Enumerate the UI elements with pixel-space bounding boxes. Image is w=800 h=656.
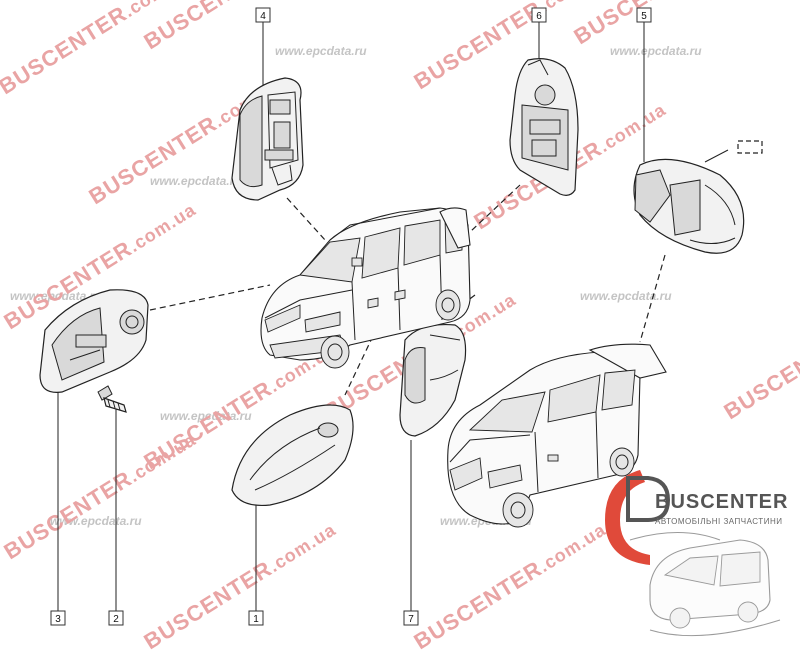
brand-watermark: BUSCENTER.com.ua [139,516,340,654]
part-3-front-inner-handle [39,289,149,393]
brand-watermark: BUSCENTER.com.ua [719,286,800,424]
site-watermark: www.epcdata.ru [580,289,672,303]
callout-number: 2 [113,614,119,625]
site-watermark: www.epcdata.ru [50,514,142,528]
part-4-inner-handle [231,77,304,201]
site-watermark: www.epcdata.ru [150,174,242,188]
site-watermark: www.epcdata.ru [275,44,367,58]
brand-watermark-domain: .com.ua [265,519,339,576]
part-7-sliding-exterior-handle [399,323,467,437]
brand-watermark: BUSCENTER.com.ua [0,0,195,99]
callout-7: 7 [403,610,419,626]
callout-number: 5 [641,11,647,22]
brand-watermark: BUSCENTER.com.ua [409,516,610,654]
site-watermark: www.epcdata.ru [610,44,702,58]
callout-6: 6 [531,7,547,23]
brand-watermark: BUSCENTER.com.ua [409,0,610,94]
logo-van-illustration [629,532,781,637]
callout-4: 4 [255,7,271,23]
logo-mark-inner [626,476,671,522]
buscenter-logo: BUSCENTER АВТОМОБІЛЬНІ ЗАПЧАСТИНИ [605,470,788,637]
callout-number: 7 [408,614,414,625]
logo-subtitle: АВТОМОБІЛЬНІ ЗАПЧАСТИНИ [655,517,782,526]
callout-stems [57,22,645,611]
brand-watermark: BUSCENTER.com.ua [0,426,200,564]
brand-watermark-domain: .com.ua [535,519,609,576]
reference-marker [737,140,763,154]
callout-number: 3 [55,614,61,625]
van-rear-view [447,343,667,528]
callout-5: 5 [636,7,652,23]
logo-name: BUSCENTER [655,491,788,513]
brand-watermark-domain: .com.ua [595,99,669,156]
part-5-tailgate-handle [633,158,745,254]
part-2-screw [97,385,127,413]
callout-number: 6 [536,11,542,22]
callout-number: 1 [253,614,259,625]
callout-1: 1 [248,610,264,626]
van-front-view [260,207,471,369]
part-6-sliding-handle [509,58,579,196]
brand-watermark: BUSCENTER.com.ua [569,0,770,49]
part-1-exterior-handle [231,404,354,507]
callout-number: 4 [260,11,266,22]
site-watermark: www.epcdata.ru [160,409,252,423]
brand-watermark-domain: .com.ua [125,199,199,256]
callout-3: 3 [50,610,66,626]
site-watermark: www.epcdata.ru [10,289,102,303]
callout-2: 2 [108,610,124,626]
logo-mark [605,470,650,565]
